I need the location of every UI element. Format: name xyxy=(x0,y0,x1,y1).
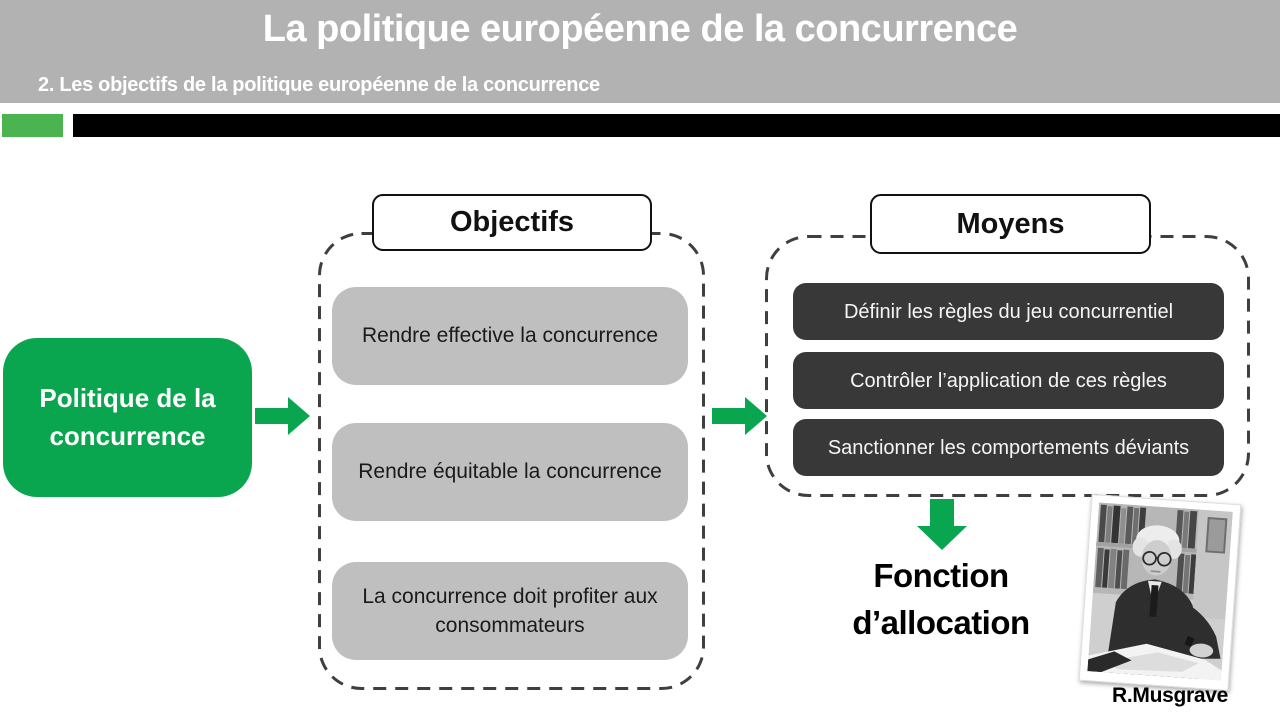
means-title-box: Moyens xyxy=(870,194,1151,254)
header-band: La politique européenne de la concurrenc… xyxy=(0,0,1280,103)
page-title: La politique européenne de la concurrenc… xyxy=(262,8,1018,50)
objectives-title-box: Objectifs xyxy=(372,194,652,251)
dashed-border xyxy=(318,232,705,690)
objectives-panel: Rendre effective la concurrence Rendre é… xyxy=(318,232,705,690)
objective-item: Rendre effective la concurrence xyxy=(332,287,688,385)
means-title-label: Moyens xyxy=(956,207,1065,240)
objectives-title-label: Objectifs xyxy=(449,206,575,238)
accent-chip xyxy=(2,114,63,137)
objective-item: La concurrence doit profiter aux consomm… xyxy=(332,562,688,660)
page-subtitle: 2. Les objectifs de la politique europée… xyxy=(38,74,600,96)
policy-source-label: Politique de la concurrence xyxy=(39,382,216,451)
objective-item: Rendre équitable la concurrence xyxy=(332,423,688,521)
arrow-right-icon xyxy=(712,396,768,436)
arrow-down-icon xyxy=(916,499,968,551)
portrait-illustration xyxy=(1087,502,1233,681)
means-item: Définir les règles du jeu concurrentiel xyxy=(793,283,1224,340)
means-item: Sanctionner les comportements déviants xyxy=(793,419,1224,476)
means-panel: Définir les règles du jeu concurrentiel … xyxy=(765,235,1250,497)
result-label: Fonction d’allocation xyxy=(852,557,1030,641)
photo-caption: R.Musgrave xyxy=(1112,684,1229,707)
divider-bar xyxy=(73,114,1280,137)
means-item: Contrôler l’application de ces règles xyxy=(793,352,1224,409)
musgrave-portrait-photo xyxy=(1078,493,1242,692)
arrow-right-icon xyxy=(255,396,311,436)
policy-source-box: Politique de la concurrence xyxy=(3,338,252,497)
